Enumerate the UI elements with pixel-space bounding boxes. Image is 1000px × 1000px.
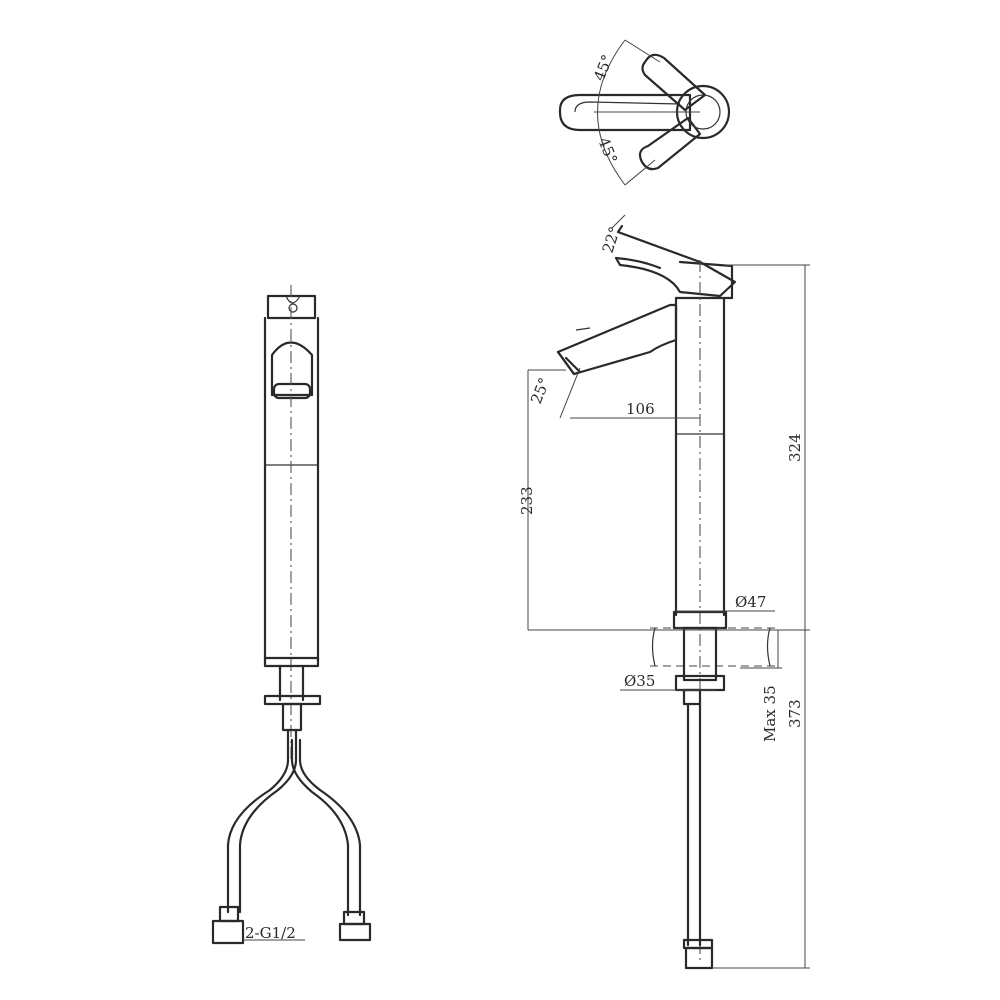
top-handle-upper (641, 53, 707, 112)
top-handle-center (558, 93, 692, 132)
max-deck-label: Max 35 (761, 685, 779, 742)
front-mount-nut (263, 694, 322, 706)
top-view: 45° 45° (558, 39, 731, 186)
body-diameter-label: Ø47 (735, 593, 766, 611)
hose-left (226, 728, 290, 914)
side-shank (682, 626, 718, 682)
front-aerator (272, 382, 312, 400)
hose-nut-right (338, 922, 372, 942)
handle-angle-label: 22° (599, 224, 624, 255)
angle-lower-label: 45° (594, 135, 621, 166)
shank-diameter-label: Ø35 (624, 672, 655, 690)
hose-connection-label: 2-G1/2 (245, 924, 296, 942)
side-supply-fitting (684, 946, 714, 970)
front-threaded-stud (281, 702, 303, 732)
angle-upper-label: 45° (590, 52, 617, 83)
side-view: 25° 106 22° 233 324 Ø47 Ø35 (518, 214, 810, 970)
hose-nut-left (211, 919, 245, 945)
side-spout (556, 303, 678, 376)
spout-height-label: 233 (518, 486, 536, 515)
front-spout (270, 341, 314, 397)
spout-angle-label: 25° (527, 375, 554, 406)
side-handle (614, 230, 737, 298)
hose-right (290, 738, 350, 917)
hose-length-label: 373 (786, 699, 804, 728)
front-view: 2-G1/2 (211, 285, 372, 945)
spout-reach-label: 106 (626, 400, 655, 418)
total-height-label: 324 (786, 433, 804, 462)
top-handle-inner (574, 101, 681, 113)
